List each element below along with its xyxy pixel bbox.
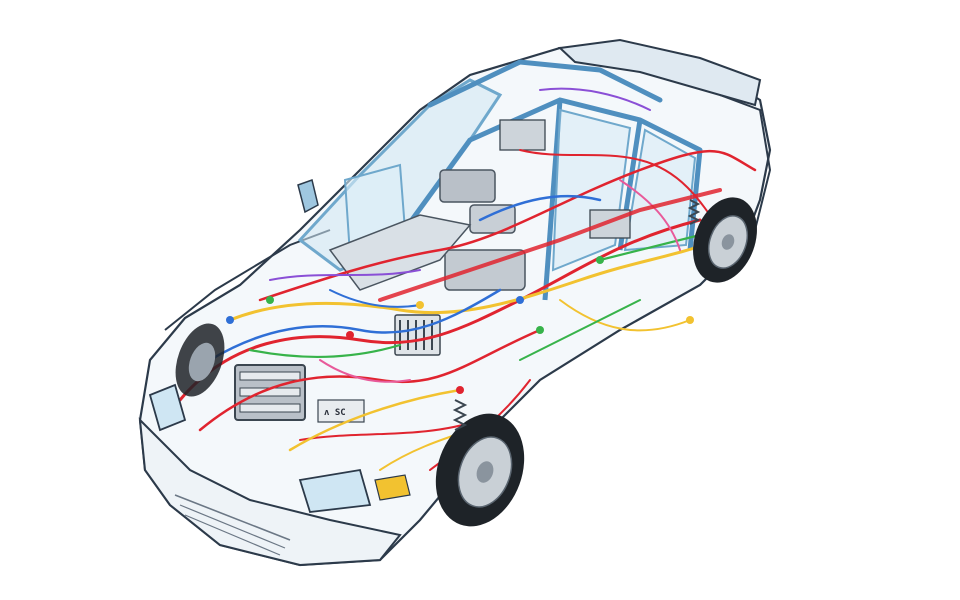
suspension-springs — [452, 199, 701, 431]
control-module — [317, 399, 365, 423]
wiring-harness — [178, 87, 757, 471]
front-seat — [439, 169, 496, 203]
front-right-wheel — [175, 323, 225, 397]
rear-wheel — [693, 197, 757, 283]
interior-components: ʌ SC — [234, 119, 631, 423]
front-seat-base — [469, 204, 516, 234]
front-wheel — [435, 413, 525, 527]
module-text: ʌ SC — [324, 408, 346, 418]
headlights — [148, 383, 411, 513]
fuse-box — [394, 314, 441, 356]
car-body — [138, 38, 772, 567]
